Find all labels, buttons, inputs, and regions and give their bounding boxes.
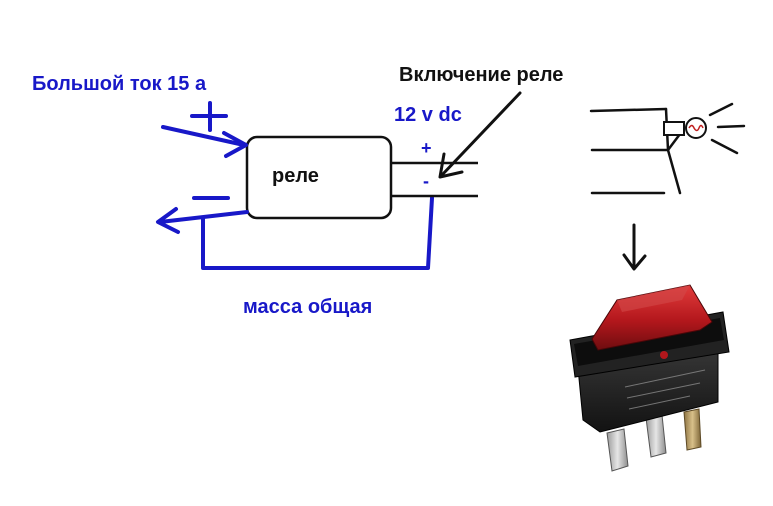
voltage-label: 12 v dc bbox=[394, 104, 462, 126]
minus-terminal-label: - bbox=[423, 171, 429, 191]
high-current-in-arrow bbox=[161, 125, 248, 158]
relay-box bbox=[245, 135, 393, 220]
relay-on-label: Включение реле bbox=[399, 64, 564, 86]
common-ground-wire bbox=[201, 196, 434, 270]
high-current-label: Большой ток 15 а bbox=[32, 73, 207, 95]
relay-label: реле bbox=[272, 165, 319, 187]
down-arrow-icon bbox=[622, 223, 647, 271]
plus-terminal-label: + bbox=[421, 138, 432, 158]
rocker-switch-image bbox=[569, 284, 730, 472]
lamp-rays bbox=[708, 102, 746, 155]
relay-on-pointer-arrow bbox=[438, 91, 522, 179]
common-ground-label: масса общая bbox=[243, 296, 373, 318]
blue-plus-sign bbox=[190, 101, 228, 132]
lamp-icon bbox=[663, 117, 707, 139]
